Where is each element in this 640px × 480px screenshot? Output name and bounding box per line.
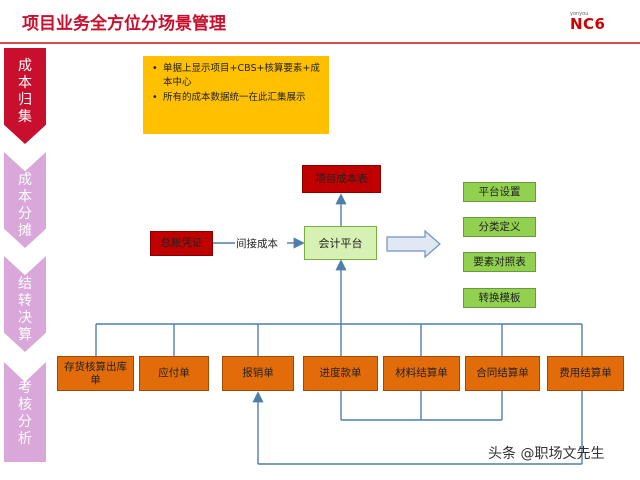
option-conversion-template: 转换模板 bbox=[463, 288, 536, 308]
box-label: 要素对照表 bbox=[473, 255, 526, 268]
header-divider bbox=[0, 42, 640, 44]
page-title: 项目业务全方位分场景管理 bbox=[22, 14, 226, 34]
doc-progress-payment: 进度款单 bbox=[303, 356, 378, 391]
nav-label: 结转决算 bbox=[18, 276, 32, 343]
nc6-logo: yonyou NC6 bbox=[562, 10, 632, 33]
option-platform-settings: 平台设置 bbox=[463, 182, 536, 202]
box-label: 材料结算单 bbox=[395, 367, 448, 379]
platform-output-arrow bbox=[386, 229, 441, 259]
note-item: 所有的成本数据统一在此汇集展示 bbox=[152, 91, 323, 105]
option-element-mapping: 要素对照表 bbox=[463, 252, 536, 272]
nav-assessment-analysis[interactable]: 考核分析 bbox=[4, 362, 46, 462]
box-label: 费用结算单 bbox=[559, 367, 612, 379]
logo-small-text: yonyou bbox=[570, 11, 589, 17]
indirect-cost-label: 间接成本 bbox=[236, 238, 278, 250]
box-label: 平台设置 bbox=[478, 185, 521, 198]
box-label: 合同结算单 bbox=[476, 367, 529, 379]
doc-expense-claim: 报销单 bbox=[222, 356, 294, 391]
box-label: 报销单 bbox=[242, 367, 274, 379]
box-label: 分类定义 bbox=[478, 220, 521, 233]
option-category-definition: 分类定义 bbox=[463, 217, 536, 237]
doc-inventory-outbound: 存货核算出库单 bbox=[57, 356, 134, 391]
doc-expense-settlement: 费用结算单 bbox=[547, 356, 624, 391]
note-item: 单据上显示项目+CBS+核算要素+成本中心 bbox=[152, 62, 323, 90]
nav-cost-collection[interactable]: 成本归集 bbox=[4, 48, 46, 144]
general-ledger-voucher-box: 总账凭证 bbox=[150, 231, 213, 256]
nav-label: 考核分析 bbox=[18, 380, 32, 447]
box-label: 存货核算出库单 bbox=[64, 360, 127, 386]
box-label: 项目成本表 bbox=[315, 172, 368, 185]
nav-label: 成本归集 bbox=[18, 58, 32, 125]
project-cost-table-box: 项目成本表 bbox=[302, 165, 381, 193]
box-label: 总账凭证 bbox=[160, 237, 203, 249]
logo-mark: NC6 bbox=[570, 15, 606, 33]
box-label: 转换模板 bbox=[478, 291, 521, 304]
doc-payable: 应付单 bbox=[139, 356, 209, 391]
accounting-platform-box: 会计平台 bbox=[304, 226, 377, 260]
box-label: 应付单 bbox=[158, 367, 190, 379]
doc-material-settlement: 材料结算单 bbox=[383, 356, 460, 391]
watermark: 头条 @职场文先生 bbox=[488, 446, 605, 462]
box-label: 进度款单 bbox=[319, 367, 362, 379]
box-label: 会计平台 bbox=[318, 236, 363, 250]
doc-contract-settlement: 合同结算单 bbox=[465, 356, 540, 391]
note-box: 单据上显示项目+CBS+核算要素+成本中心 所有的成本数据统一在此汇集展示 bbox=[143, 56, 329, 134]
nav-label: 成本分摊 bbox=[18, 172, 32, 239]
